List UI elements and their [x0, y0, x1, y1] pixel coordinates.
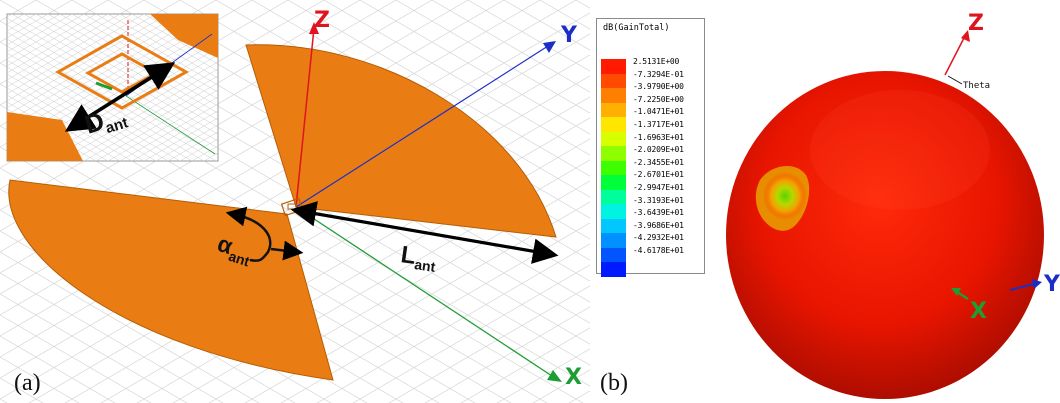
z-axis-arrow	[309, 22, 319, 34]
legend-swatch	[601, 262, 626, 277]
pattern-x-axis-arrow	[951, 288, 961, 296]
gain-color-legend: dB(GainTotal) 2.5131E+00 -7.3294E-01 -3.97…	[596, 18, 705, 277]
legend-value: -3.9790E+00	[633, 82, 684, 92]
legend-value: -4.2932E+01	[633, 233, 684, 243]
theta-indicator	[947, 75, 963, 85]
z-axis-label: Z	[314, 8, 330, 33]
legend-swatch	[601, 218, 626, 233]
panel-b-radiation-pattern: (b) Z Theta Y X	[600, 11, 1060, 399]
legend-value: -1.0471E+01	[633, 107, 684, 117]
pattern-y-axis-label: Y	[1043, 272, 1060, 297]
pattern-z-axis-arrow	[961, 30, 970, 42]
legend-swatch	[601, 117, 626, 132]
legend-swatch	[601, 189, 626, 204]
angle-dimension-arc-end	[270, 240, 304, 261]
z-axis-line	[295, 27, 315, 208]
legend-value: -1.3717E+01	[633, 119, 684, 129]
legend-color-scale	[601, 59, 626, 277]
pattern-y-axis-line	[1009, 283, 1035, 291]
legend-title: dB(GainTotal)	[603, 23, 670, 33]
legend-value: 2.5131E+00	[633, 57, 680, 66]
length-dimension-arrow	[290, 201, 559, 264]
panel-a-model-view: Z Y X Lant αant Dant (a	[0, 0, 590, 403]
legend-value: -7.3294E-01	[633, 69, 684, 79]
radiation-pattern-sphere	[726, 71, 1044, 399]
pattern-x-axis-label: X	[970, 299, 987, 324]
pattern-z-axis-line	[944, 35, 966, 76]
panel-b-label: (b)	[600, 370, 628, 396]
legend-value: -2.3455E+01	[633, 157, 684, 167]
legend-value: -2.9947E+01	[633, 182, 684, 192]
legend-value-list: 2.5131E+00 -7.3294E-01 -3.9790E+00 -7.2250E…	[633, 56, 684, 258]
y-axis-arrow	[543, 41, 556, 53]
inset-dimension-arrow	[64, 62, 176, 132]
legend-swatch	[601, 73, 626, 88]
panel-a-label: (a)	[14, 370, 41, 396]
legend-swatch	[601, 233, 626, 248]
x-axis-label: X	[565, 365, 582, 390]
legend-swatch	[601, 131, 626, 146]
inset-sector-bottom	[7, 112, 83, 161]
legend-swatch	[601, 175, 626, 190]
legend-swatch	[601, 102, 626, 117]
pattern-null-core	[763, 172, 807, 220]
legend-swatch	[601, 88, 626, 103]
y-axis-label: Y	[560, 23, 578, 48]
legend-swatch	[601, 204, 626, 219]
legend-value: -4.6178E+01	[633, 245, 684, 255]
legend-value: -1.6963E+01	[633, 132, 684, 142]
angle-dimension-arc	[225, 206, 272, 262]
legend-value: -2.0209E+01	[633, 145, 684, 155]
angle-dimension-label: αant	[213, 230, 256, 269]
legend-swatch	[601, 160, 626, 175]
legend-value: -3.6439E+01	[633, 208, 684, 218]
legend-swatch	[601, 59, 626, 74]
sphere-highlight	[810, 90, 990, 210]
legend-value: -7.2250E+00	[633, 94, 684, 104]
legend-swatch	[601, 247, 626, 262]
theta-label: Theta	[963, 81, 990, 91]
length-dimension-label: Lant	[399, 241, 439, 275]
antenna-sector-lower	[8, 179, 334, 381]
legend-swatch	[601, 146, 626, 161]
x-axis-arrow	[547, 370, 562, 382]
pattern-z-axis-label: Z	[968, 11, 984, 36]
inset-sector-top	[150, 14, 218, 58]
feed-zoom-inset: Dant	[6, 13, 219, 162]
y-axis-line	[295, 45, 549, 208]
legend-value: -2.6701E+01	[633, 170, 684, 180]
pattern-y-axis-arrow	[1032, 279, 1042, 289]
legend-value: -3.9686E+01	[633, 220, 684, 230]
legend-value: -3.3193E+01	[633, 195, 684, 205]
